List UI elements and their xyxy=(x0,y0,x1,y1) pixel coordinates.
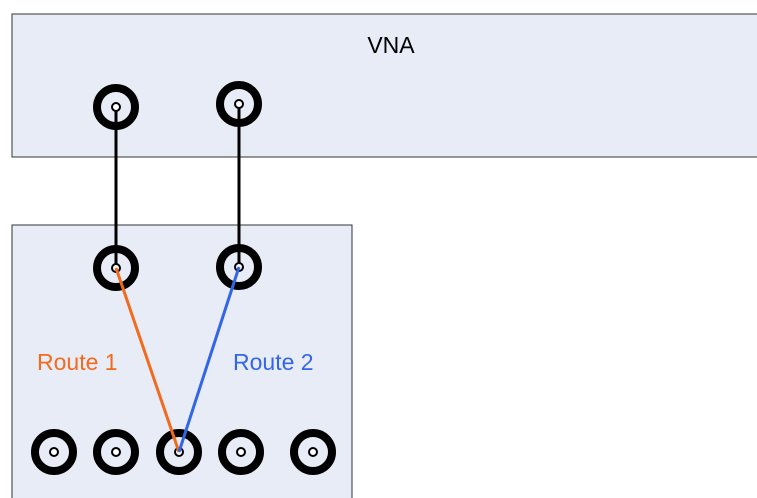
vna-box xyxy=(11,13,757,158)
route-1-line xyxy=(114,267,181,453)
switch-output-5-connector xyxy=(290,429,336,475)
route-2-label: Route 2 xyxy=(233,349,314,375)
switch-output-1-connector xyxy=(31,429,77,475)
vna-port-1-connector xyxy=(93,84,139,130)
route-2-line xyxy=(177,266,241,453)
switch-output-2-connector xyxy=(93,429,139,475)
route-1-label: Route 1 xyxy=(37,349,118,375)
switch-output-4-connector xyxy=(218,429,264,475)
vna-label: VNA xyxy=(367,32,415,58)
vna-port-2-connector xyxy=(216,81,262,127)
